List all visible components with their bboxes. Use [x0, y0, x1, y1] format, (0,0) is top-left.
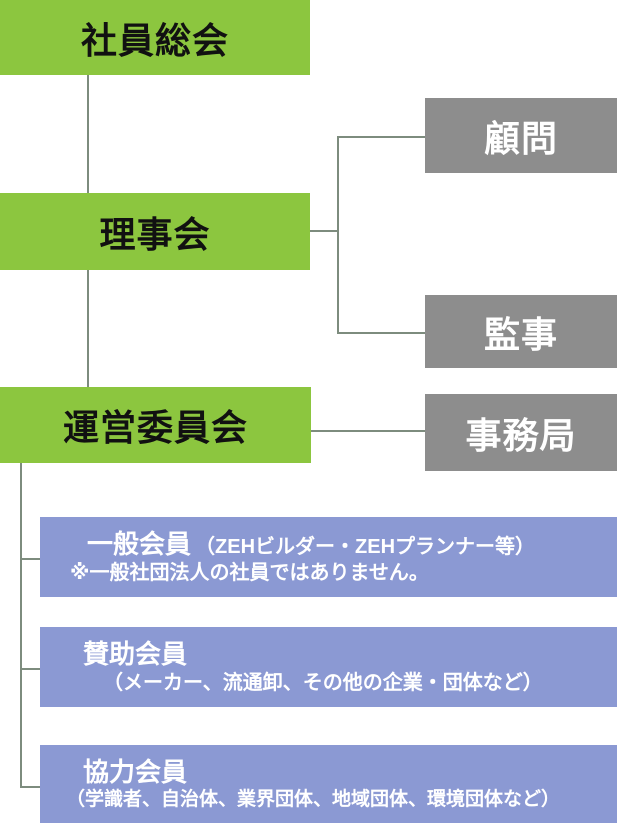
connector-board-branch: [310, 230, 339, 232]
node-secretariat: 事務局: [425, 394, 617, 471]
supporting-member-detail: （メーカー、流通卸、その他の企業・団体など）: [103, 671, 543, 694]
cooperating-member-title-row: 協力会員: [40, 756, 617, 789]
general-member-note-row: ※一般社団法人の社員ではありません。: [40, 561, 617, 586]
connector-steering-to-secretariat: [311, 430, 425, 432]
node-advisor: 顧問: [425, 98, 617, 173]
connector-to-advisor: [339, 136, 425, 138]
connector-to-auditor: [339, 332, 425, 334]
connector-general-meeting-to-board: [87, 75, 89, 193]
cooperating-member-title: 協力会員: [83, 756, 188, 787]
connector-to-supporting-member: [22, 668, 40, 670]
node-general-meeting-label: 社員総会: [80, 19, 229, 61]
node-supporting-member: 賛助会員 （メーカー、流通卸、その他の企業・団体など）: [40, 627, 617, 707]
supporting-member-title: 賛助会員: [83, 639, 188, 670]
node-auditor: 監事: [425, 295, 617, 368]
general-member-title-suffix: （ZEHビルダー・ZEHプランナー等）: [195, 536, 536, 559]
node-steering-label: 運営委員会: [62, 407, 248, 448]
node-cooperating-member: 協力会員 （学識者、自治体、業界団体、地域団体、環境団体など）: [40, 745, 617, 823]
node-advisor-label: 顧問: [483, 117, 558, 159]
cooperating-member-detail: （学識者、自治体、業界団体、地域団体、環境団体など）: [66, 789, 561, 811]
supporting-member-title-row: 賛助会員: [40, 638, 617, 671]
connector-members-trunk: [20, 463, 22, 788]
connector-advisor-auditor-bracket: [337, 136, 339, 334]
node-steering-committee: 運営委員会: [0, 387, 311, 463]
node-board-of-directors: 理事会: [0, 193, 310, 270]
general-member-title-row: 一般会員 （ZEHビルダー・ZEHプランナー等）: [40, 528, 617, 561]
connector-to-general-member: [22, 558, 40, 560]
general-member-note: ※一般社団法人の社員ではありません。: [70, 561, 429, 584]
supporting-member-detail-row: （メーカー、流通卸、その他の企業・団体など）: [40, 671, 617, 696]
node-board-label: 理事会: [99, 213, 211, 255]
node-general-meeting: 社員総会: [0, 0, 310, 75]
node-secretariat-label: 事務局: [465, 414, 577, 456]
node-general-member: 一般会員 （ZEHビルダー・ZEHプランナー等） ※一般社団法人の社員ではありま…: [40, 517, 617, 597]
connector-board-to-steering: [87, 270, 89, 387]
general-member-title: 一般会員: [87, 529, 192, 560]
connector-to-cooperating-member: [22, 786, 40, 788]
node-auditor-label: 監事: [483, 313, 558, 355]
cooperating-member-detail-row: （学識者、自治体、業界団体、地域団体、環境団体など）: [40, 788, 617, 812]
